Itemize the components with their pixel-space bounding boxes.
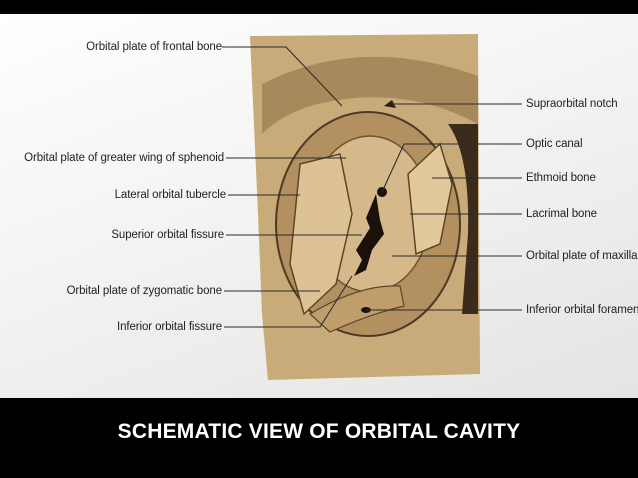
- label-orbital-plate-frontal: Orbital plate of frontal bone: [86, 41, 222, 53]
- label-lateral-orbital-tubercle: Lateral orbital tubercle: [114, 189, 226, 201]
- orbit-floor: [308, 285, 405, 333]
- label-lacrimal-bone: Lacrimal bone: [526, 208, 597, 220]
- label-superior-orbital-fissure: Superior orbital fissure: [111, 229, 224, 241]
- leader-lines-right: [366, 103, 522, 311]
- nasal-shadow: [448, 124, 478, 314]
- label-inferior-orbital-foramen: Inferior orbital foramen: [526, 304, 638, 316]
- orbit-illustration: [222, 34, 522, 380]
- lateral-wall: [289, 153, 353, 316]
- label-orbital-plate-zygomatic: Orbital plate of zygomatic bone: [66, 285, 223, 297]
- label-orbital-plate-sphenoid: Orbital plate of greater wing of sphenoi…: [24, 152, 224, 164]
- brow-shadow: [262, 56, 478, 134]
- label-orbital-plate-maxilla: Orbital plate of maxilla: [526, 250, 638, 262]
- label-supraorbital-notch: Supraorbital notch: [526, 98, 618, 110]
- leader-lines-left: [222, 46, 362, 328]
- slide-caption: SCHEMATIC VIEW OF ORBITAL CAVITY: [117, 420, 521, 443]
- label-optic-canal: Optic canal: [526, 138, 583, 150]
- diagram-photo: Orbital plate of frontal bone Orbital pl…: [0, 14, 638, 398]
- superior-orbital-fissure-shape: [354, 194, 384, 276]
- label-ethmoid-bone: Ethmoid bone: [526, 172, 596, 184]
- label-inferior-orbital-fissure: Inferior orbital fissure: [117, 321, 222, 333]
